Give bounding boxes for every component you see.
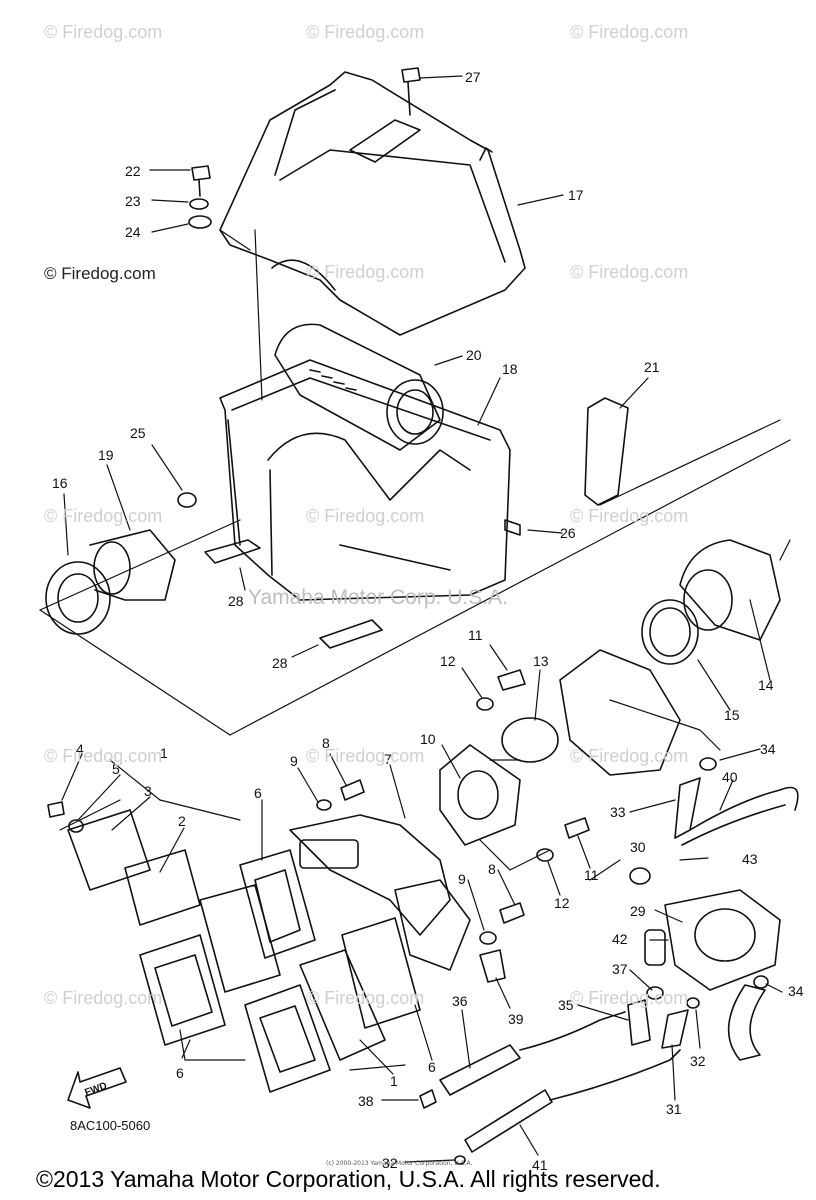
callout-28-b: 28 (272, 655, 288, 671)
filter-element-part-20 (274, 323, 444, 451)
callout-40: 40 (722, 769, 738, 785)
watermark-6: © Firedog.com (570, 262, 689, 282)
callout-27: 27 (465, 69, 481, 85)
intake-manifold-part-7 (289, 814, 471, 971)
callout-36: 36 (452, 993, 468, 1009)
callout-30: 30 (630, 839, 646, 855)
air-box-cover-part-17 (219, 71, 526, 336)
watermark-11: © Firedog.com (306, 746, 425, 766)
callout-41: 41 (532, 1157, 548, 1173)
callout-28-a: 28 (228, 593, 244, 609)
callout-8-b: 8 (488, 861, 496, 877)
callout-12-a: 12 (440, 653, 456, 669)
watermark-2: © Firedog.com (306, 22, 425, 42)
callout-3: 3 (144, 783, 152, 799)
hoses-parts-31-36-40-41 (439, 777, 799, 1153)
callout-9-b: 9 (458, 871, 466, 887)
bolts-and-washers (47, 67, 769, 1165)
diagram-code: 8AC100-5060 (70, 1118, 151, 1133)
callout-29: 29 (630, 903, 646, 919)
watermark-7: © Firedog.com (44, 506, 163, 526)
yamaha-watermark: Yamaha Motor Corp. U.S.A. (248, 586, 508, 609)
callout-39: 39 (508, 1011, 524, 1027)
callout-26: 26 (560, 525, 576, 541)
watermark-15: © Firedog.com (570, 988, 689, 1008)
callout-32-b: 32 (382, 1155, 398, 1171)
copyright-notice: ©2013 Yamaha Motor Corporation, U.S.A. A… (36, 1166, 661, 1192)
air-box-base-part-18 (219, 359, 511, 601)
watermark-10: © Firedog.com (44, 746, 163, 766)
callout-34-b: 34 (788, 983, 804, 999)
callout-19: 19 (98, 447, 114, 463)
watermark-14: © Firedog.com (306, 988, 425, 1008)
small-print: (c) 2000-2013 Yamaha Motor Corporation, … (326, 1160, 473, 1167)
watermark-13: © Firedog.com (44, 988, 163, 1008)
callout-18: 18 (502, 361, 518, 377)
callout-20: 20 (466, 347, 482, 363)
fuel-pump-part-29 (644, 889, 781, 991)
intake-joint-parts-14-15 (641, 539, 781, 665)
gaskets-and-reed-valves-parts-1-6 (67, 809, 421, 1093)
callout-24: 24 (125, 224, 141, 240)
reference-lines (39, 229, 791, 1071)
callout-8-a: 8 (322, 735, 330, 751)
callout-42: 42 (612, 931, 628, 947)
watermark-3: © Firedog.com (570, 22, 689, 42)
watermark-5: © Firedog.com (306, 262, 425, 282)
watermark-1: © Firedog.com (44, 22, 163, 42)
callout-35: 35 (558, 997, 574, 1013)
callout-1-a: 1 (390, 1073, 398, 1089)
watermark-4: © Firedog.com (44, 264, 156, 283)
callout-5: 5 (112, 761, 120, 777)
callout-6-b: 6 (428, 1059, 436, 1075)
callout-4: 4 (76, 741, 84, 757)
callout-15: 15 (724, 707, 740, 723)
watermark-8: © Firedog.com (306, 506, 425, 526)
callout-12-b: 12 (554, 895, 570, 911)
callout-38: 38 (358, 1093, 374, 1109)
joint-and-clamp-parts-16-19 (45, 529, 176, 635)
callout-11-a: 11 (468, 627, 483, 643)
callout-11-b: 11 (584, 867, 599, 883)
callout-13: 13 (533, 653, 549, 669)
callout-17: 17 (568, 187, 584, 203)
callout-6-a: 6 (254, 785, 262, 801)
watermark-12: © Firedog.com (570, 746, 689, 766)
callout-16: 16 (52, 475, 68, 491)
callout-33: 33 (610, 804, 626, 820)
callout-34-a: 34 (760, 741, 776, 757)
callout-14: 14 (758, 677, 774, 693)
forward-direction-arrow: FWD (67, 1067, 127, 1109)
pad-part-28-b (319, 619, 383, 649)
callout-37: 37 (612, 961, 628, 977)
callout-32-a: 32 (690, 1053, 706, 1069)
callout-7: 7 (384, 751, 392, 767)
callout-31: 31 (666, 1101, 682, 1117)
callout-labels (61, 75, 783, 1163)
callout-2: 2 (178, 813, 186, 829)
watermark-9: © Firedog.com (570, 506, 689, 526)
callout-43: 43 (742, 851, 758, 867)
callout-6-c: 6 (176, 1065, 184, 1081)
callout-22: 22 (125, 163, 141, 179)
callout-21: 21 (644, 359, 660, 375)
callout-23: 23 (125, 193, 141, 209)
carburetor-body-parts-10-13 (439, 649, 681, 846)
callout-1-b: 1 (160, 745, 168, 761)
pad-part-28-a (204, 539, 261, 564)
callout-numbers: 27 22 23 24 17 20 18 21 25 19 16 26 28 2… (52, 69, 804, 1173)
callout-25: 25 (130, 425, 146, 441)
callout-10: 10 (420, 731, 436, 747)
callout-9-a: 9 (290, 753, 298, 769)
panel-part-21 (584, 397, 629, 506)
